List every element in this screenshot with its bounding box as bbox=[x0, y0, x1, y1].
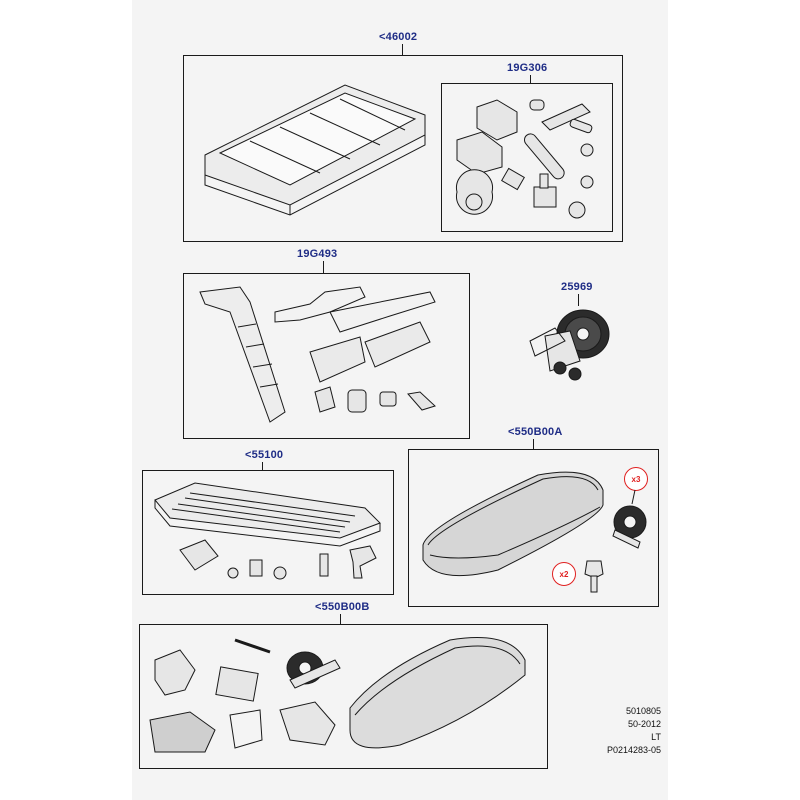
leader-550b00a bbox=[533, 439, 534, 450]
callout-55100: <55100 bbox=[245, 449, 284, 461]
leader-19g493 bbox=[323, 261, 324, 274]
strap-roll-a-icon bbox=[610, 490, 650, 550]
callout-19g493: 19G493 bbox=[297, 248, 338, 260]
callout-550b00a: <550B00A bbox=[508, 426, 563, 438]
reference-line-3: LT bbox=[651, 732, 661, 742]
leader-55100 bbox=[262, 462, 263, 471]
callout-25969: 25969 bbox=[561, 281, 593, 293]
qty-badge-strap: x3 bbox=[624, 467, 648, 491]
qty-badge-key: x2 bbox=[552, 562, 576, 586]
reference-line-4: P0214283-05 bbox=[606, 745, 661, 755]
leader-46002 bbox=[402, 44, 403, 56]
key-icon bbox=[575, 556, 615, 596]
callout-550b00b: <550B00B bbox=[315, 601, 370, 613]
reference-line-1: 5010805 bbox=[625, 706, 661, 716]
leader-19g306 bbox=[530, 75, 531, 84]
carrier-illustration bbox=[150, 478, 388, 586]
strap-illustration bbox=[525, 306, 615, 386]
ladder-kit-illustration bbox=[190, 282, 460, 430]
roof-box-a-illustration bbox=[418, 465, 618, 585]
fitting-kit-parts bbox=[452, 92, 602, 222]
callout-46002: <46002 bbox=[379, 31, 418, 43]
roof-rack-illustration bbox=[195, 75, 435, 215]
roof-box-b-kit-illustration bbox=[150, 630, 540, 760]
reference-block: 5010805 50-2012 LT P0214283-05 bbox=[607, 705, 661, 757]
leader-25969 bbox=[578, 294, 579, 306]
leader-550b00b bbox=[340, 614, 341, 625]
callout-19g306: 19G306 bbox=[507, 62, 548, 74]
reference-line-2: 50-2012 bbox=[627, 719, 661, 729]
